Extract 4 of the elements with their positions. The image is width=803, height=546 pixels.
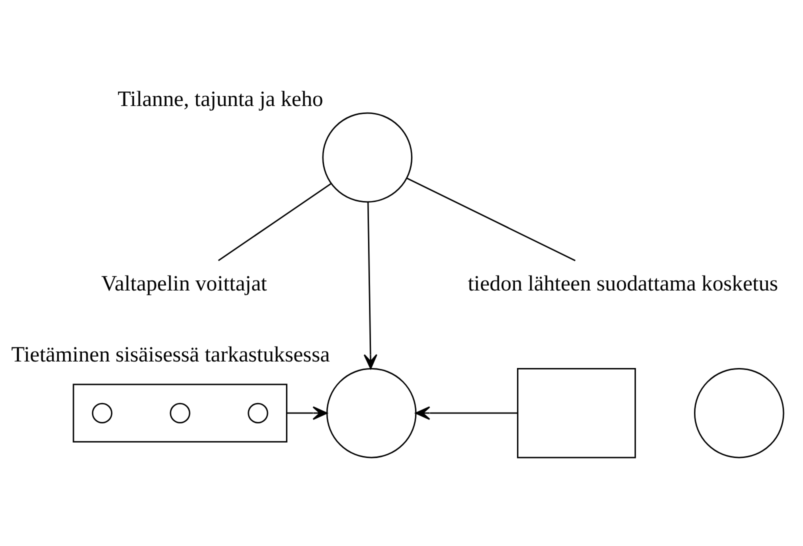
node-text: Valtapelin voittajat <box>101 271 268 296</box>
node-text: tiedon lähteen suodattama kosketus <box>468 271 778 296</box>
node-label: Tilanne, tajunta ja keho <box>118 86 324 111</box>
node-label: Tietäminen sisäisessä tarkastuksessa <box>11 342 330 367</box>
